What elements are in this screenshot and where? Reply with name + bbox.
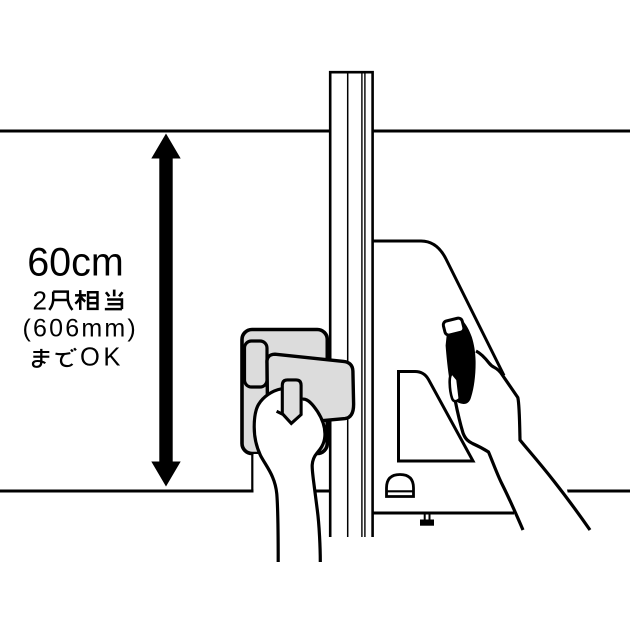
svg-text:OK: OK: [80, 344, 124, 372]
svg-text:(606mm): (606mm): [23, 315, 138, 343]
svg-text:2: 2: [33, 286, 47, 316]
svg-text:60cm: 60cm: [27, 241, 124, 285]
